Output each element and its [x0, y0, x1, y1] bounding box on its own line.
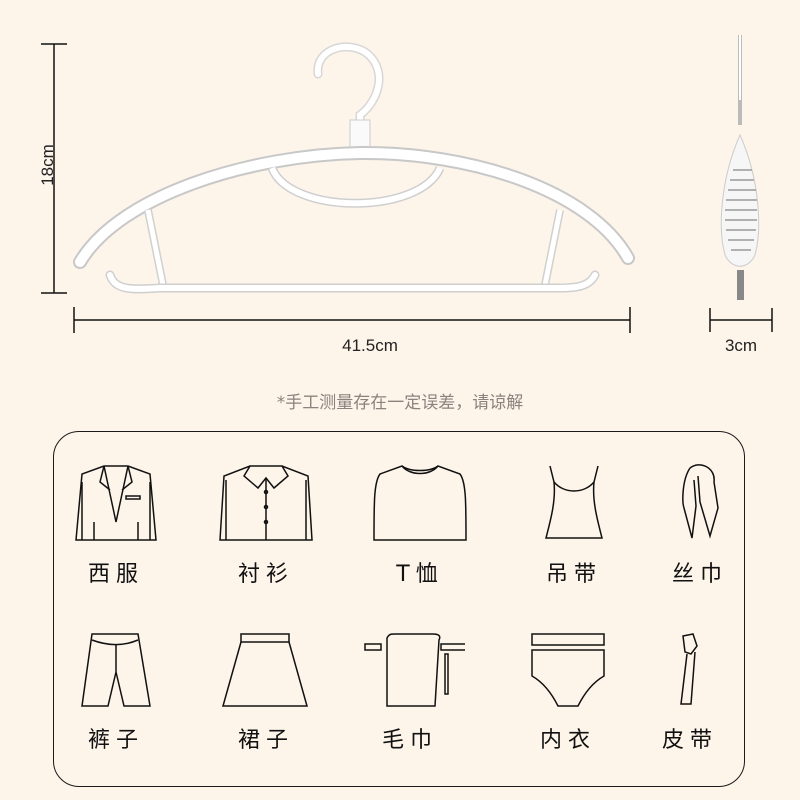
measurement-note: *手工测量存在一定误差，请谅解 [276, 393, 524, 413]
clothing-label: T恤 [396, 562, 444, 587]
clothing-label: 吊带 [545, 562, 602, 587]
clothing-item-belt: 皮带 [630, 632, 750, 754]
clothing-item-skirt: 裙子 [206, 632, 326, 754]
suit-icon [75, 465, 157, 541]
clothing-label: 丝巾 [671, 562, 728, 587]
clothing-label: 衬衫 [237, 562, 294, 587]
clothing-label: 裤子 [87, 728, 144, 753]
scarf-icon [682, 464, 719, 539]
hanger-front-image [41, 42, 635, 333]
clothing-item-tshirt: T恤 [360, 462, 480, 588]
thickness-label: 3cm [724, 336, 758, 355]
pants-icon [81, 633, 151, 707]
tshirt-icon [373, 465, 467, 541]
clothing-label: 毛巾 [381, 728, 438, 753]
towel-icon [364, 633, 465, 707]
skirt-icon [222, 633, 308, 707]
clothing-label: 西服 [87, 562, 144, 587]
width-dimension-line [73, 307, 631, 333]
clothing-item-shirt: 衬衫 [206, 462, 326, 588]
height-dimension-line [41, 43, 67, 294]
clothing-item-underwear: 内衣 [508, 632, 628, 754]
applicable-clothing-card [53, 431, 745, 787]
height-label: 18cm [38, 144, 57, 186]
shirt-icon [219, 465, 313, 541]
hanger-side-image [709, 35, 773, 332]
clothing-item-camisole: 吊带 [514, 462, 634, 588]
clothing-label: 裙子 [237, 728, 294, 753]
clothing-item-scarf: 丝巾 [640, 462, 760, 588]
clothing-item-pants: 裤子 [56, 632, 176, 754]
clothing-item-suit: 西服 [56, 462, 176, 588]
belt-icon [680, 633, 698, 705]
width-label: 41.5cm [342, 336, 398, 355]
camisole-icon [545, 465, 603, 539]
clothing-label: 内衣 [539, 728, 596, 753]
clothing-label: 皮带 [661, 728, 718, 753]
clothing-item-towel: 毛巾 [350, 632, 470, 754]
underwear-icon [531, 633, 605, 707]
